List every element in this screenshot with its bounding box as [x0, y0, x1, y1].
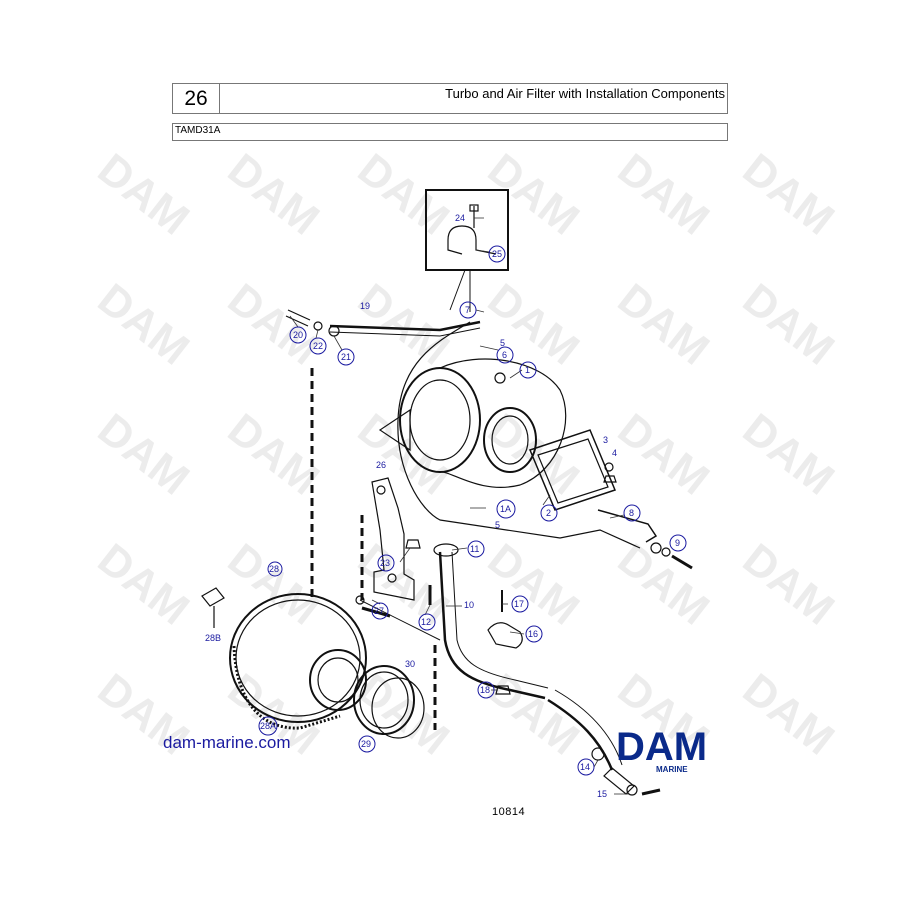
label-10: 10: [464, 600, 474, 610]
svg-text:27: 27: [374, 606, 384, 616]
label-5: 5: [500, 338, 505, 348]
brand-subtitle: MARINE: [656, 765, 688, 774]
inset-detail-box: [425, 189, 509, 271]
callout-12: 12: [418, 613, 436, 631]
callout-1a: 1A: [496, 499, 516, 519]
svg-text:12: 12: [421, 617, 431, 627]
callout-6: 6: [496, 346, 514, 364]
svg-text:18: 18: [480, 685, 490, 695]
callout-17: 17: [511, 595, 529, 613]
svg-text:14: 14: [580, 762, 590, 772]
bracket-drawing: [371, 477, 415, 601]
air-filter-drawing: [229, 593, 367, 730]
callout-21: 21: [337, 348, 355, 366]
svg-text:7: 7: [465, 305, 470, 315]
svg-text:21: 21: [341, 352, 351, 362]
pipe-clamp-drawing: [447, 225, 497, 255]
svg-text:16: 16: [528, 629, 538, 639]
svg-text:11: 11: [470, 544, 479, 554]
svg-text:24: 24: [455, 213, 465, 223]
label-4: 4: [612, 448, 617, 458]
callout-20: 20: [289, 326, 307, 344]
svg-text:28A: 28A: [260, 721, 276, 731]
svg-text:17: 17: [514, 599, 524, 609]
callout-28a: 28A: [258, 716, 278, 736]
label-30: 30: [405, 659, 415, 669]
figure-number: 10814: [492, 806, 526, 818]
header-model-row: TAMD31A: [172, 123, 728, 141]
svg-text:23: 23: [380, 558, 390, 568]
callout-28: 28: [267, 561, 283, 577]
callout-25: 25: [488, 245, 506, 263]
svg-text:2: 2: [546, 508, 551, 518]
label-26: 26: [376, 460, 386, 470]
svg-text:1A: 1A: [500, 504, 511, 514]
callout-2: 2: [540, 504, 558, 522]
svg-text:1: 1: [525, 365, 530, 375]
model-code: TAMD31A: [175, 125, 221, 136]
svg-text:DAM: DAM: [616, 726, 707, 769]
hose-drawing: [353, 665, 415, 735]
svg-text:28: 28: [269, 564, 279, 574]
callout-29: 29: [358, 735, 376, 753]
callout-9: 9: [669, 534, 687, 552]
callout-14: 14: [577, 758, 595, 776]
header-title-row: 26 Turbo and Air Filter with Installatio…: [172, 83, 728, 114]
label-28b: 28B: [205, 633, 221, 643]
return-pipe-drawing: [397, 321, 641, 549]
callout-1: 1: [519, 361, 537, 379]
page-title: Turbo and Air Filter with Installation C…: [445, 86, 725, 101]
svg-text:8: 8: [629, 508, 634, 518]
svg-text:20: 20: [293, 330, 303, 340]
svg-text:6: 6: [502, 350, 507, 360]
page-number: 26: [173, 84, 220, 113]
callout-24: 24: [455, 213, 465, 223]
bolt-drawing: [285, 309, 311, 327]
label-3: 3: [603, 435, 608, 445]
svg-text:9: 9: [675, 538, 680, 548]
svg-text:29: 29: [361, 739, 371, 749]
svg-text:22: 22: [313, 341, 323, 351]
label-5: 5: [495, 520, 500, 530]
callout-16: 16: [525, 625, 543, 643]
label-15: 15: [597, 789, 607, 799]
label-19: 19: [360, 301, 370, 311]
turbocharger-drawing: [378, 358, 617, 511]
website-link[interactable]: dam-marine.com: [163, 733, 291, 752]
callout-11: 11: [467, 540, 485, 558]
callout-23: 23: [377, 554, 395, 572]
callout-7: 7: [459, 301, 477, 319]
callout-27: 27: [371, 602, 389, 620]
dam-marine-logo: DAM: [616, 726, 707, 769]
callout-8: 8: [623, 504, 641, 522]
drain-pipe-drawing: [438, 551, 546, 700]
svg-text:25: 25: [492, 249, 502, 259]
callout-18: 18: [477, 681, 495, 699]
callout-22: 22: [309, 337, 327, 355]
